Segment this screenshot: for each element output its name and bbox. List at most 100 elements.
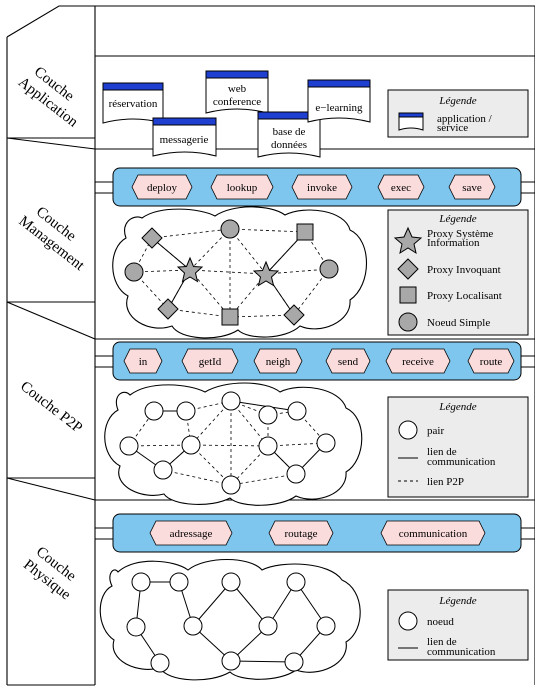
legend-physique-item1-line2: communication bbox=[427, 646, 496, 658]
legend-p2p-item2-label: lien P2P bbox=[427, 476, 464, 488]
physique-bar-item-1-label: routage bbox=[285, 528, 318, 540]
invoking-proxy bbox=[157, 298, 179, 320]
layer-label-application: Couche Application bbox=[15, 64, 81, 131]
physical-node bbox=[221, 651, 241, 671]
service-messagerie: messagerie bbox=[152, 117, 217, 157]
management-bar-items: deploy lookup invoke exec save bbox=[131, 174, 496, 200]
p2p-cloud bbox=[104, 382, 363, 506]
management-bar-item-2-label: invoke bbox=[307, 182, 337, 194]
p2p-bar-item-3-label: send bbox=[338, 356, 359, 368]
layer-label-p2p: Couche P2P bbox=[17, 378, 85, 436]
management-bar-item-0-label: deploy bbox=[147, 182, 177, 194]
invoking-proxy bbox=[283, 304, 305, 326]
legend-physique-title: Légende bbox=[438, 595, 476, 607]
simple-node bbox=[124, 262, 144, 282]
p2p-bar-item-1-label: getId bbox=[199, 356, 222, 368]
service-base-de-donnees: base de données bbox=[257, 111, 321, 158]
p2p-bar-items: in getId neigh send receive route bbox=[123, 348, 515, 374]
p2p-bar-item-0-chip bbox=[123, 348, 163, 374]
peer-node bbox=[221, 391, 241, 411]
peer-icon bbox=[398, 420, 418, 440]
management-bar-item-4-label: save bbox=[462, 182, 482, 194]
circle-icon bbox=[398, 312, 418, 332]
service-base-de-donnees-line1: base de bbox=[273, 126, 306, 138]
p2p-bar-item-0-label: in bbox=[139, 356, 148, 368]
service-web-conference: web conference bbox=[205, 70, 269, 114]
service-e-learning: e−learning bbox=[307, 79, 371, 123]
locating-proxy bbox=[221, 308, 239, 326]
legend-application-item-line1: application / bbox=[437, 113, 493, 125]
peer-node bbox=[119, 436, 139, 456]
layer-label-management: Couche Management bbox=[15, 204, 87, 275]
p2p-bar-item-4-chip bbox=[385, 348, 451, 374]
peer-node bbox=[181, 435, 201, 455]
physical-node bbox=[286, 572, 306, 592]
p2p-bar-item-2-label: neigh bbox=[266, 356, 291, 368]
layer-label-p2p-line1: Couche P2P bbox=[17, 378, 85, 436]
physique-bar-item-2-chip bbox=[380, 520, 486, 546]
management-cloud bbox=[112, 206, 368, 339]
info-proxy-star bbox=[252, 260, 280, 287]
simple-node bbox=[220, 219, 240, 239]
p2p-bar-item-2-chip bbox=[253, 348, 303, 374]
physique-bar-items: adressage routage communication bbox=[149, 520, 486, 546]
physique-bar-item-0-chip bbox=[149, 520, 233, 546]
application-services: réservation messagerie web conference ba… bbox=[102, 70, 371, 158]
peer-node bbox=[287, 401, 307, 421]
p2p-bar-item-3-chip bbox=[325, 348, 371, 374]
peer-node bbox=[144, 401, 164, 421]
p2p-bar-item-5-label: route bbox=[480, 356, 503, 368]
layer-blocks bbox=[6, 5, 535, 686]
legend-p2p-item0-label: pair bbox=[427, 425, 444, 437]
square-icon bbox=[399, 286, 417, 304]
physique-bar-item-1-chip bbox=[268, 520, 334, 546]
peer-node bbox=[221, 475, 241, 495]
physique-bar-item-2-label: communication bbox=[399, 528, 468, 540]
legend-management-item0-line1: Proxy Système bbox=[427, 228, 493, 240]
management-bar-item-2-chip bbox=[291, 174, 353, 200]
p2p-bar-item-5-chip bbox=[467, 348, 515, 374]
invoking-proxy bbox=[141, 227, 163, 249]
physical-node bbox=[131, 572, 151, 592]
legend-management-item0-line2: Information bbox=[427, 237, 480, 249]
management-bar-item-3-chip bbox=[377, 174, 425, 200]
locating-proxy bbox=[296, 223, 314, 241]
legend-physique-item0-label: noeud bbox=[427, 616, 454, 628]
peer-node bbox=[258, 405, 278, 425]
node-icon bbox=[398, 611, 418, 631]
legend-application-title: Légende bbox=[438, 95, 476, 107]
physical-node bbox=[284, 652, 304, 672]
peer-node bbox=[316, 433, 336, 453]
service-messagerie-label: messagerie bbox=[160, 134, 209, 146]
physical-node bbox=[316, 616, 336, 636]
info-proxy-star bbox=[176, 256, 204, 283]
physical-node bbox=[258, 616, 278, 636]
service-web-conference-line2: conference bbox=[213, 96, 261, 108]
management-bar-item-1-chip bbox=[210, 174, 274, 200]
service-reservation: réservation bbox=[102, 82, 164, 124]
peer-node bbox=[153, 460, 173, 480]
physique-cloud bbox=[99, 558, 361, 681]
legend-management: Légende Proxy Système Information Proxy … bbox=[387, 209, 529, 336]
legend-physique-item1-line1: lien de bbox=[427, 636, 457, 648]
legend-p2p-item1-line1: lien de bbox=[427, 446, 457, 458]
diamond-icon bbox=[397, 258, 419, 280]
p2p-bar-item-4-label: receive bbox=[402, 356, 434, 368]
physical-node bbox=[221, 572, 241, 592]
management-bar-item-4-chip bbox=[448, 174, 496, 200]
legend-application: Légende application / service bbox=[387, 89, 529, 138]
service-web-conference-line1: web bbox=[228, 83, 247, 95]
star-icon bbox=[393, 226, 423, 255]
physical-node bbox=[169, 572, 189, 592]
simple-node bbox=[319, 259, 339, 279]
physique-bar-item-0-label: adressage bbox=[170, 528, 213, 540]
service-reservation-label: réservation bbox=[109, 98, 158, 110]
management-bar-item-1-label: lookup bbox=[227, 182, 258, 194]
peer-node bbox=[176, 401, 196, 421]
p2p-bar-item-1-chip bbox=[181, 348, 239, 374]
legend-p2p: Légende pair lien de communication lien … bbox=[387, 396, 529, 498]
management-bar-item-3-label: exec bbox=[391, 182, 411, 194]
physical-node bbox=[183, 616, 203, 636]
layer-label-physique: Couche Physique bbox=[20, 544, 79, 604]
